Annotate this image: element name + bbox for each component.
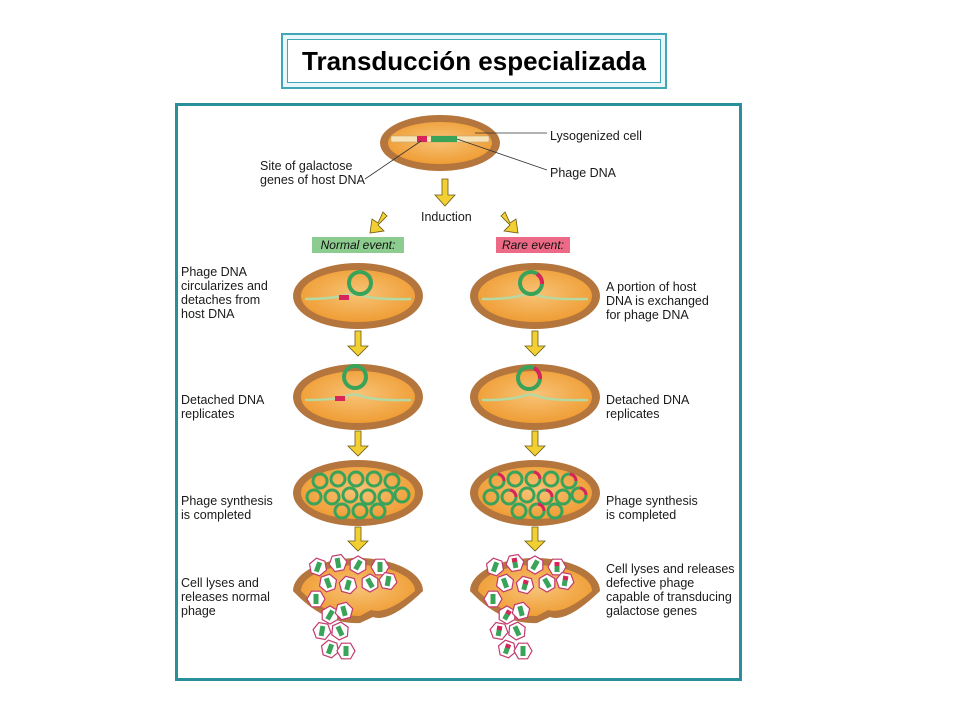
label-left-step2: Detached DNA replicates (181, 393, 265, 421)
phage-capsid-icon (336, 642, 356, 660)
label-lysogenized-cell: Lysogenized cell (550, 129, 642, 143)
phage-capsid-icon (526, 555, 544, 575)
galactose-segment (569, 472, 578, 482)
title-box: Transducción especializada (281, 33, 667, 89)
down-arrow-icon (524, 430, 546, 457)
phage-capsid-icon (328, 553, 348, 573)
figure-frame (175, 103, 742, 681)
phage-capsid-icon (547, 558, 567, 576)
label-induction: Induction (421, 210, 472, 224)
phage-dna-ring (329, 470, 347, 488)
rare-exchange-cell (470, 263, 600, 329)
galactose-segment (579, 486, 588, 496)
label-left-step1: Phage DNA circularizes and detaches from… (181, 265, 268, 321)
diagonal-arrow-icon (500, 211, 519, 234)
phage-dna-ring (369, 502, 387, 520)
rare-detached-cell (470, 364, 600, 430)
normal-phage-group (306, 553, 398, 660)
label-right-step2: Detached DNA replicates (606, 393, 690, 421)
rare-event-tag: Rare event: (501, 238, 565, 252)
down-arrow-icon (434, 178, 456, 207)
phage-capsid-icon (334, 601, 354, 621)
phage-capsid-icon (538, 573, 556, 593)
leader-line-phage-dna (456, 138, 548, 171)
phage-dna-ring (359, 488, 377, 506)
phage-dna-ring (311, 472, 329, 490)
phage-dna-ring (510, 502, 528, 520)
phage-dna-ring (506, 470, 524, 488)
phage-capsid-icon (349, 555, 367, 575)
phage-capsid-icon (497, 639, 517, 659)
phage-dna-ring (333, 502, 351, 520)
phage-dna-ring (347, 470, 365, 488)
phage-dna-ring (542, 470, 560, 488)
rare-phage-group (483, 553, 575, 660)
page-title: Transducción especializada (302, 45, 646, 76)
phage-capsid-icon (378, 571, 398, 591)
phage-capsid-icon (498, 605, 516, 625)
title-box-inner: Transducción especializada (287, 39, 661, 83)
phage-capsid-icon (515, 575, 535, 595)
label-right-step4: Cell lyses and releases defective phage … (606, 562, 735, 618)
normal-circularize-cell (293, 263, 423, 329)
transduction-diagram (293, 115, 600, 660)
phage-capsid-icon (321, 605, 339, 625)
phage-dna-ring (546, 502, 564, 520)
phage-dna-ring (377, 488, 395, 506)
phage-capsid-icon (485, 557, 505, 577)
lysogenized-cell (364, 115, 548, 180)
phage-dna-ring (351, 502, 369, 520)
phage-capsid-icon (505, 553, 525, 573)
phage-capsid-icon (495, 573, 515, 593)
diagonal-arrow-icon (369, 211, 388, 234)
phage-dna-ring (323, 488, 341, 506)
leader-line-galactose (364, 140, 422, 180)
phage-capsid-icon (513, 642, 533, 660)
label-phage-dna: Phage DNA (550, 166, 617, 180)
induction-arrows (369, 178, 519, 234)
galactose-segment (533, 470, 542, 480)
down-arrow-icon (347, 526, 369, 552)
down-arrow-icon (347, 330, 369, 357)
normal-event-tag-bg (312, 237, 404, 253)
phage-capsid-icon (306, 590, 326, 608)
phage-capsid-icon (361, 573, 379, 593)
galactose-segment (537, 502, 546, 512)
phage-dna-ring (518, 486, 536, 504)
galactose-segment (509, 488, 518, 498)
galactose-segment (497, 472, 506, 482)
phage-dna-ring (482, 488, 500, 506)
phage-capsid-icon (511, 601, 531, 621)
label-left-step3: Phage synthesis is completed (181, 494, 273, 522)
label-site-of-galactose: Site of galactose genes of host DNA (260, 159, 365, 187)
phage-dna-ring (305, 488, 323, 506)
normal-synthesis-cell (293, 460, 423, 526)
phage-dna-ring (383, 472, 401, 490)
label-right-step1: A portion of host DNA is exchanged for p… (606, 280, 709, 322)
rare-event-tag-bg (496, 237, 570, 253)
down-arrow-icon (524, 330, 546, 357)
phage-capsid-icon (308, 557, 328, 577)
down-arrow-icon (524, 526, 546, 552)
phage-dna-ring (554, 488, 572, 506)
phage-capsid-icon (320, 639, 340, 659)
label-right-step3: Phage synthesis is completed (606, 494, 698, 522)
phage-capsid-icon (338, 575, 358, 595)
phage-capsid-icon (318, 573, 338, 593)
phage-dna-ring (365, 470, 383, 488)
phage-capsid-icon (489, 621, 509, 641)
galactose-segment (545, 488, 554, 498)
phage-capsid-icon (508, 621, 526, 641)
down-arrow-icon (347, 430, 369, 457)
normal-event-tag: Normal event: (320, 238, 396, 252)
phage-dna-ring (393, 486, 411, 504)
rare-synthesis-cell (470, 460, 600, 526)
normal-detached-cell (293, 364, 423, 430)
phage-capsid-icon (555, 571, 575, 591)
phage-capsid-icon (312, 621, 332, 641)
phage-capsid-icon (331, 621, 349, 641)
phage-capsid-icon (483, 590, 503, 608)
phage-dna-ring (341, 486, 359, 504)
label-left-step4: Cell lyses and releases normal phage (181, 576, 270, 618)
